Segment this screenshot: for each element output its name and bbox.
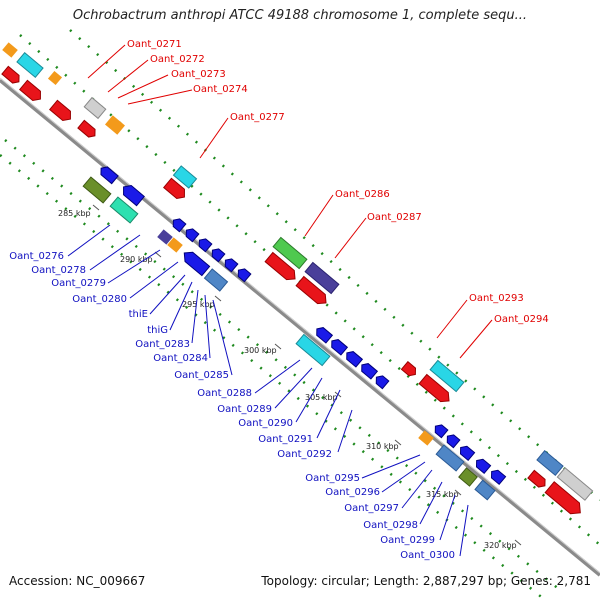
gene-label: Oant_0292 bbox=[277, 449, 332, 460]
gene-label: Oant_0293 bbox=[469, 293, 524, 304]
scale-label: 285 kbp bbox=[58, 209, 91, 218]
accession-label: Accession: NC_009667 bbox=[9, 574, 146, 588]
gene-label: Oant_0279 bbox=[51, 278, 106, 289]
scale-label: 310 kbp bbox=[366, 442, 399, 451]
forward-cds-arrows bbox=[1, 65, 581, 515]
gene-label: Oant_0295 bbox=[305, 473, 360, 484]
gene-label: Oant_0296 bbox=[325, 487, 380, 498]
scale-label: 305 kbp bbox=[305, 393, 338, 402]
scale-label: 295 kbp bbox=[182, 300, 215, 309]
gene-label: Oant_0276 bbox=[9, 251, 64, 262]
gene-label: Oant_0297 bbox=[344, 503, 399, 514]
map-title: Ochrobactrum anthropi ATCC 49188 chromos… bbox=[72, 8, 528, 23]
scale-label: 290 kbp bbox=[120, 255, 153, 264]
gene-label: Oant_0291 bbox=[258, 434, 313, 445]
gene-label: Oant_0299 bbox=[380, 535, 435, 546]
gene-label: Oant_0274 bbox=[193, 84, 248, 95]
gene-label: Oant_0273 bbox=[171, 69, 226, 80]
gene-label: Oant_0300 bbox=[400, 550, 455, 561]
reverse-gene-labels: Oant_0276 Oant_0278 Oant_0279 Oant_0280 … bbox=[9, 251, 455, 561]
forward-features bbox=[2, 42, 594, 501]
gene-label: Oant_0294 bbox=[494, 314, 549, 325]
scale-label: 300 kbp bbox=[244, 346, 277, 355]
reverse-cds-arrows bbox=[100, 166, 507, 486]
gene-label: Oant_0278 bbox=[31, 265, 86, 276]
gene-label: Oant_0289 bbox=[217, 404, 272, 415]
reverse-features bbox=[82, 176, 496, 501]
gene-label: Oant_0288 bbox=[197, 388, 252, 399]
gene-label: Oant_0271 bbox=[127, 39, 182, 50]
gene-label: Oant_0272 bbox=[150, 54, 205, 65]
gene-label: thiE bbox=[129, 309, 148, 320]
scale-label: 320 kbp bbox=[484, 541, 517, 550]
gene-label: thiG bbox=[147, 325, 168, 336]
scale-labels: 285 kbp 290 kbp 295 kbp 300 kbp 305 kbp … bbox=[58, 209, 517, 550]
chromosome-backbone bbox=[0, 77, 600, 577]
gene-label: Oant_0285 bbox=[174, 370, 229, 381]
topology-label: Topology: circular; Length: 2,887,297 bp… bbox=[261, 574, 591, 588]
scale-label: 315 kbp bbox=[426, 490, 459, 499]
forward-leader-lines bbox=[87, 44, 493, 359]
gene-label: Oant_0287 bbox=[367, 212, 422, 223]
gene-label: Oant_0290 bbox=[238, 418, 293, 429]
gene-label: Oant_0280 bbox=[72, 294, 127, 305]
gene-label: Oant_0298 bbox=[363, 520, 418, 531]
gene-label: Oant_0277 bbox=[230, 112, 285, 123]
reverse-leader-lines bbox=[67, 224, 469, 557]
gene-label: Oant_0284 bbox=[153, 353, 208, 364]
gene-label: Oant_0283 bbox=[135, 339, 190, 350]
forward-gene-labels: Oant_0271 Oant_0272 Oant_0273 Oant_0274 … bbox=[127, 39, 549, 325]
gene-label: Oant_0286 bbox=[335, 189, 390, 200]
